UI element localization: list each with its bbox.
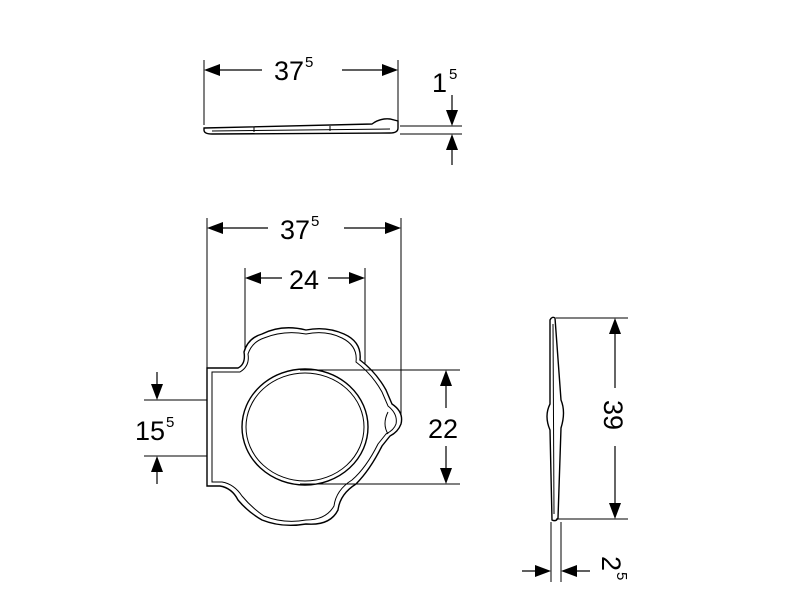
side-thickness-superscript: 5 [613, 572, 630, 580]
opening-width-label: 24 [289, 265, 319, 295]
opening-height-dimension: 22 [428, 370, 458, 484]
top-width-label: 37 [274, 56, 304, 86]
seat-profile-top [203, 118, 399, 135]
side-view: 39 2 5 [522, 316, 630, 582]
hinge-notch [384, 411, 389, 435]
opening-width-dimension: 24 [245, 265, 365, 295]
front-width-dimension: 37 5 [207, 213, 401, 245]
side-height-dimension: 39 [598, 318, 628, 519]
left-height-superscript: 5 [166, 414, 174, 431]
opening-height-label: 22 [428, 414, 458, 444]
front-width-superscript: 5 [311, 213, 319, 230]
top-height-superscript: 5 [449, 66, 457, 83]
top-height-label: 1 [432, 68, 447, 98]
seat-profile-side [546, 316, 565, 522]
seat-opening-inner [245, 372, 365, 482]
top-width-superscript: 5 [305, 54, 313, 71]
left-height-label: 15 [135, 416, 165, 446]
seat-opening [241, 368, 369, 486]
front-width-label: 37 [280, 215, 310, 245]
top-view: 37 5 1 5 [203, 54, 462, 165]
side-thickness-label: 2 [596, 556, 626, 571]
left-height-dimension: 15 5 [135, 372, 174, 484]
top-height-dimension: 1 5 [432, 66, 458, 165]
front-view: 37 5 24 22 [135, 213, 460, 527]
side-thickness-dimension: 2 5 [522, 556, 630, 580]
seat-outline-inner [211, 332, 397, 522]
side-height-label: 39 [598, 400, 628, 430]
top-width-dimension: 37 5 [204, 54, 398, 86]
